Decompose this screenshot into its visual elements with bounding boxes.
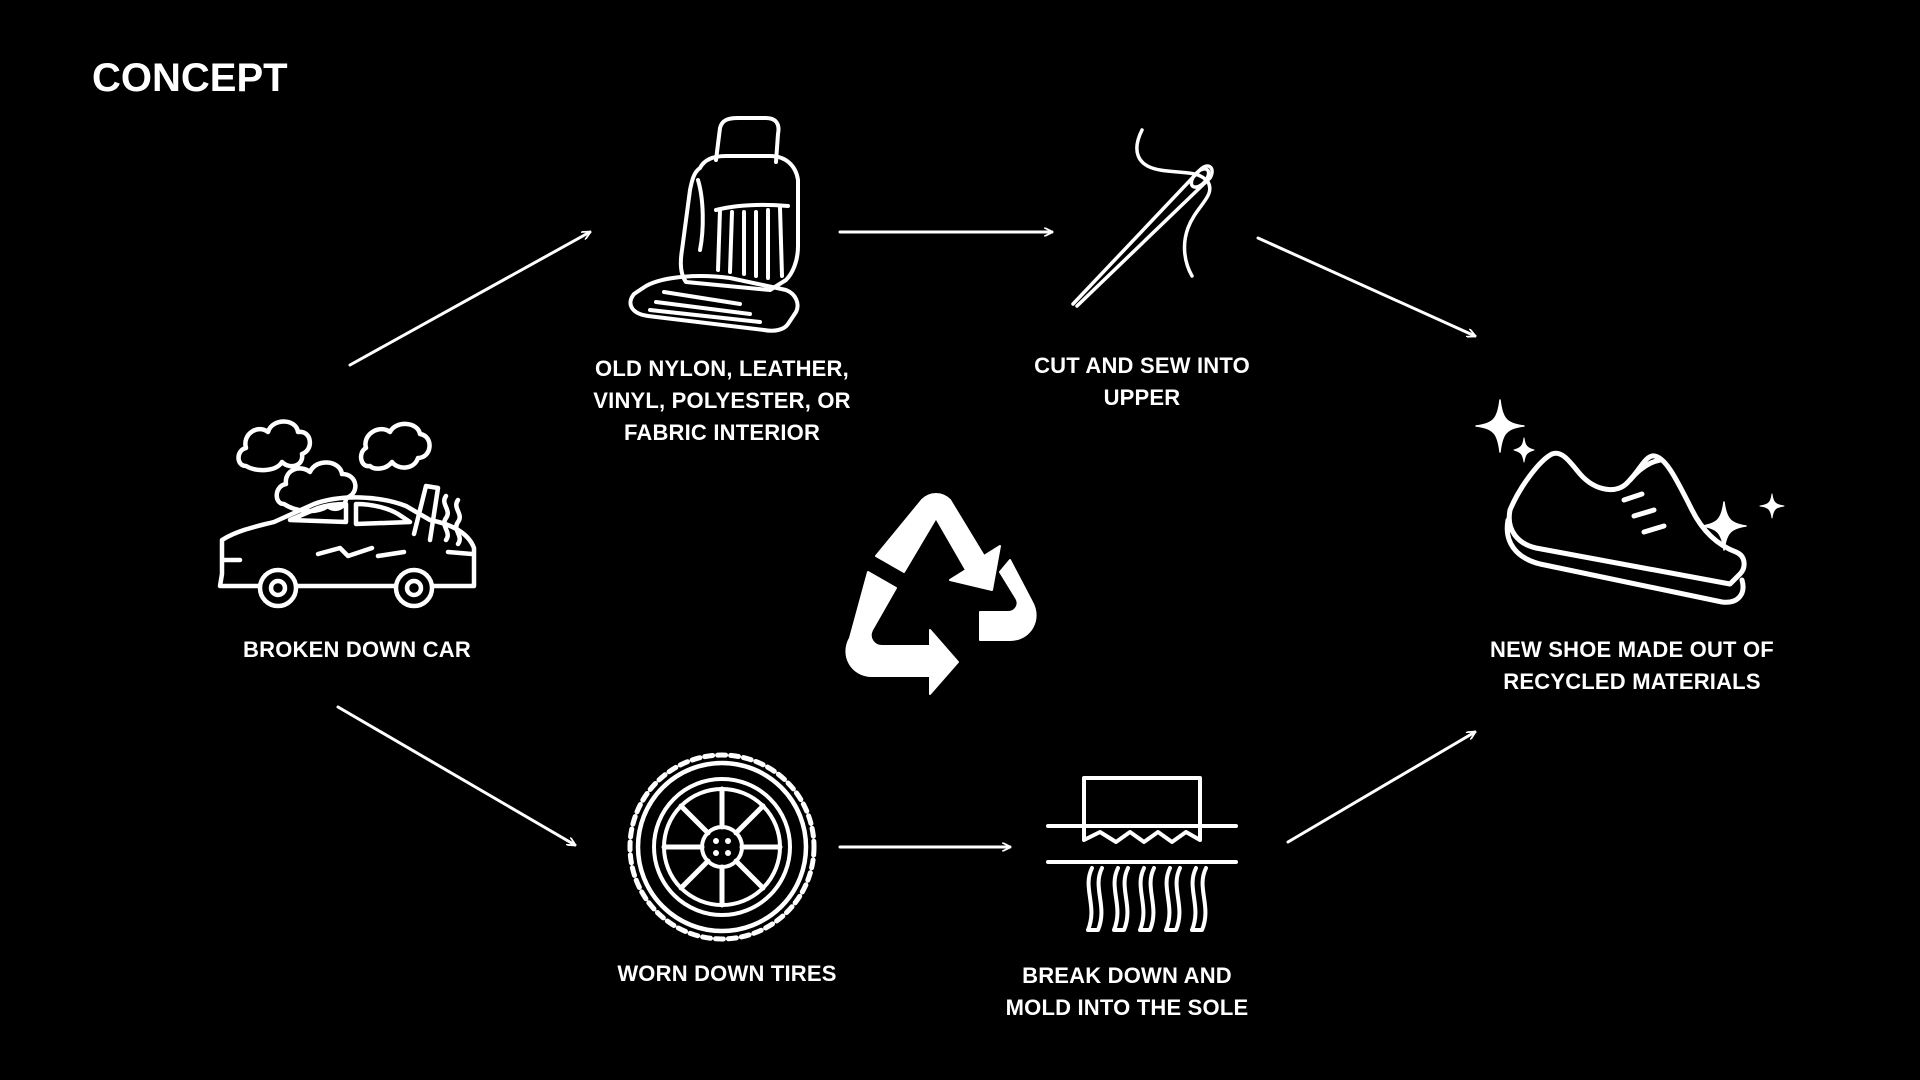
label-new-shoe: NEW SHOE MADE OUT OF RECYCLED MATERIALS bbox=[1462, 634, 1802, 698]
needle-thread-icon bbox=[1071, 128, 1214, 308]
label-line: BREAK DOWN AND bbox=[1022, 963, 1232, 988]
label-line: NEW SHOE MADE OUT OF bbox=[1490, 637, 1774, 662]
label-break-down-and-mold: BREAK DOWN AND MOLD INTO THE SOLE bbox=[982, 960, 1272, 1024]
label-broken-down-car: BROKEN DOWN CAR bbox=[222, 634, 492, 666]
label-line: UPPER bbox=[1103, 385, 1181, 410]
label-line: MOLD INTO THE SOLE bbox=[1005, 995, 1249, 1020]
label-old-interior-materials: OLD NYLON, LEATHER, VINYL, POLYESTER, OR… bbox=[572, 353, 872, 449]
arrow-sew-to-shoe bbox=[1256, 236, 1475, 336]
recycle-icon bbox=[845, 493, 1037, 695]
label-line: OLD NYLON, LEATHER, bbox=[595, 356, 849, 381]
arrow-mold-to-shoe bbox=[1286, 730, 1475, 844]
arrow-car-to-tire bbox=[336, 705, 575, 847]
sparkling-shoe-icon bbox=[1475, 399, 1785, 605]
label-worn-down-tires: WORN DOWN TIRES bbox=[582, 958, 872, 990]
label-line: WORN DOWN TIRES bbox=[617, 961, 837, 986]
arrow-car-to-seat bbox=[348, 230, 590, 367]
label-line: CUT AND SEW INTO bbox=[1034, 353, 1250, 378]
label-cut-and-sew: CUT AND SEW INTO UPPER bbox=[1012, 350, 1272, 414]
tire-icon bbox=[627, 752, 817, 942]
page-title: CONCEPT bbox=[92, 56, 288, 100]
broken-car-icon bbox=[217, 419, 477, 609]
label-line: BROKEN DOWN CAR bbox=[243, 637, 471, 662]
label-line: FABRIC INTERIOR bbox=[623, 420, 821, 445]
car-seat-icon bbox=[628, 116, 800, 333]
label-line: VINYL, POLYESTER, OR bbox=[593, 388, 851, 413]
shredder-icon bbox=[1046, 776, 1238, 932]
label-line: RECYCLED MATERIALS bbox=[1503, 669, 1761, 694]
